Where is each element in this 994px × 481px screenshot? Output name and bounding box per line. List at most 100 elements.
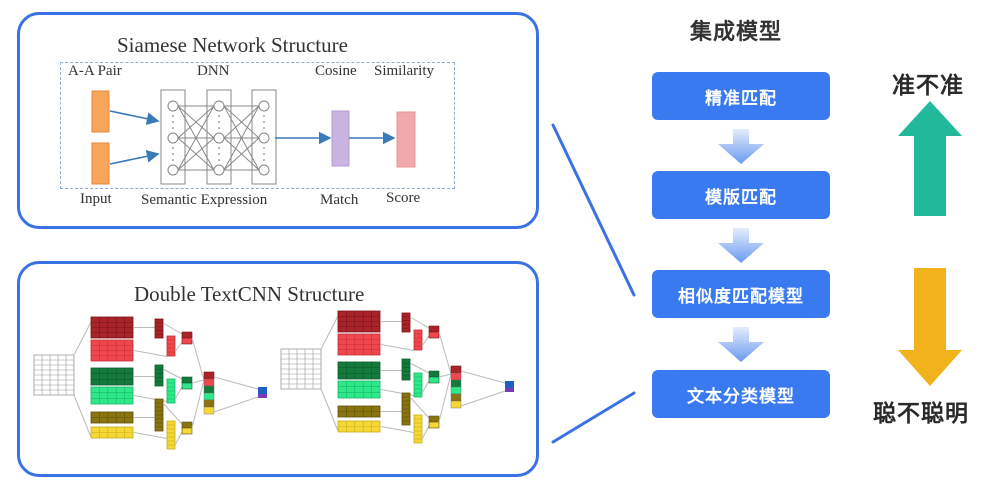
conv-output-left bbox=[166, 335, 176, 357]
textcnn-edge bbox=[380, 426, 415, 433]
feature-map-left bbox=[90, 426, 134, 439]
dnn-layer-1 bbox=[160, 89, 186, 185]
label-match: Match bbox=[320, 192, 359, 208]
feature-map-left bbox=[90, 316, 134, 339]
conv-output-right bbox=[401, 358, 411, 381]
output-left bbox=[258, 394, 267, 398]
step-exact-match: 精准匹配 bbox=[652, 72, 830, 120]
textcnn-edge bbox=[162, 322, 183, 335]
output-right bbox=[505, 381, 514, 388]
feature-map-left bbox=[90, 339, 134, 362]
textcnn-edge bbox=[213, 396, 259, 413]
dnn-dot bbox=[218, 115, 220, 117]
feature-map-right bbox=[337, 405, 381, 418]
textcnn-edge bbox=[438, 331, 452, 375]
feature-map-left bbox=[90, 367, 134, 386]
conv-output-right bbox=[413, 414, 423, 444]
textcnn-edge bbox=[460, 370, 506, 384]
input-vector-bottom bbox=[91, 142, 110, 185]
maxpool-right bbox=[428, 331, 440, 339]
feature-map-left bbox=[90, 386, 134, 405]
dnn-connection bbox=[223, 105, 260, 171]
conv-output-left bbox=[154, 318, 164, 339]
dnn-dot bbox=[218, 147, 220, 149]
textcnn-title: Double TextCNN Structure bbox=[134, 282, 365, 306]
feature-map-right bbox=[337, 420, 381, 433]
textcnn-edge bbox=[73, 394, 92, 438]
flow-arrow-down-3 bbox=[718, 327, 764, 362]
maxpool-left bbox=[181, 337, 193, 345]
textcnn-edge bbox=[133, 432, 168, 439]
label-input: Input bbox=[80, 191, 112, 207]
conv-output-right bbox=[413, 372, 423, 398]
maxpool-right bbox=[428, 376, 440, 384]
dnn-dot bbox=[263, 127, 265, 129]
conv-output-left bbox=[154, 364, 164, 387]
dnn-dot bbox=[218, 153, 220, 155]
textcnn-edge bbox=[174, 386, 183, 400]
dnn-dot bbox=[218, 159, 220, 161]
textcnn-edge bbox=[409, 396, 430, 419]
concat-right bbox=[450, 400, 462, 409]
dnn-connection bbox=[223, 137, 260, 171]
label-similarity: Similarity bbox=[374, 63, 434, 79]
dnn-connection bbox=[177, 105, 215, 139]
dnn-connection bbox=[177, 105, 215, 171]
textcnn-edge bbox=[421, 335, 430, 347]
connector-textcnn-to-classification bbox=[551, 391, 636, 444]
dnn-dot bbox=[172, 121, 174, 123]
label-semantic-expression: Semantic Expression bbox=[141, 192, 268, 208]
dnn-neuron bbox=[258, 164, 270, 176]
dnn-neuron bbox=[167, 164, 179, 176]
dnn-dot bbox=[218, 121, 220, 123]
concat-left bbox=[203, 406, 215, 415]
connector-siamese-to-similarity bbox=[551, 123, 636, 297]
siamese-dashed-frame bbox=[60, 62, 455, 189]
dnn-dot bbox=[172, 115, 174, 117]
conv-output-right bbox=[401, 392, 411, 426]
textcnn-edge bbox=[191, 337, 205, 381]
dnn-neuron bbox=[213, 164, 225, 176]
feature-map-right bbox=[337, 361, 381, 380]
dnn-neuron bbox=[213, 132, 225, 144]
dnn-neuron bbox=[258, 100, 270, 112]
dnn-network bbox=[160, 89, 277, 185]
ensemble-title: 集成模型 bbox=[690, 20, 783, 45]
feature-map-left bbox=[90, 411, 134, 424]
siamese-title: Siamese Network Structure bbox=[117, 33, 348, 57]
accuracy-label: 准不准 bbox=[892, 73, 964, 99]
dnn-dot bbox=[263, 147, 265, 149]
label-cosine: Cosine bbox=[315, 63, 357, 79]
maxpool-left bbox=[181, 382, 193, 390]
dnn-layer-2 bbox=[206, 89, 232, 185]
dnn-dot bbox=[172, 147, 174, 149]
maxpool-right bbox=[428, 421, 440, 429]
maxpool-left bbox=[181, 427, 193, 435]
dnn-layer-3 bbox=[251, 89, 277, 185]
conv-output-left bbox=[166, 378, 176, 404]
dnn-dot bbox=[263, 159, 265, 161]
dnn-connection bbox=[177, 137, 215, 171]
label-score: Score bbox=[386, 190, 421, 206]
conv-output-left bbox=[166, 420, 176, 450]
dnn-dot bbox=[263, 121, 265, 123]
arrow-input-bottom bbox=[109, 150, 160, 165]
feature-map-right bbox=[337, 310, 381, 333]
textcnn-edge bbox=[438, 373, 452, 378]
textcnn-edge bbox=[380, 344, 415, 351]
conv-output-right bbox=[413, 329, 423, 351]
step-template-match: 模版匹配 bbox=[652, 171, 830, 219]
textcnn-edge bbox=[320, 388, 339, 432]
arrow-input-top bbox=[109, 110, 160, 125]
embedding-matrix-left bbox=[33, 354, 75, 396]
textcnn-edge bbox=[421, 380, 430, 394]
dnn-dot bbox=[172, 127, 174, 129]
input-vector-top bbox=[91, 90, 110, 133]
textcnn-edge bbox=[213, 376, 259, 390]
down-arrow-icon bbox=[898, 268, 962, 386]
textcnn-edge bbox=[421, 425, 430, 440]
output-left bbox=[258, 387, 267, 394]
